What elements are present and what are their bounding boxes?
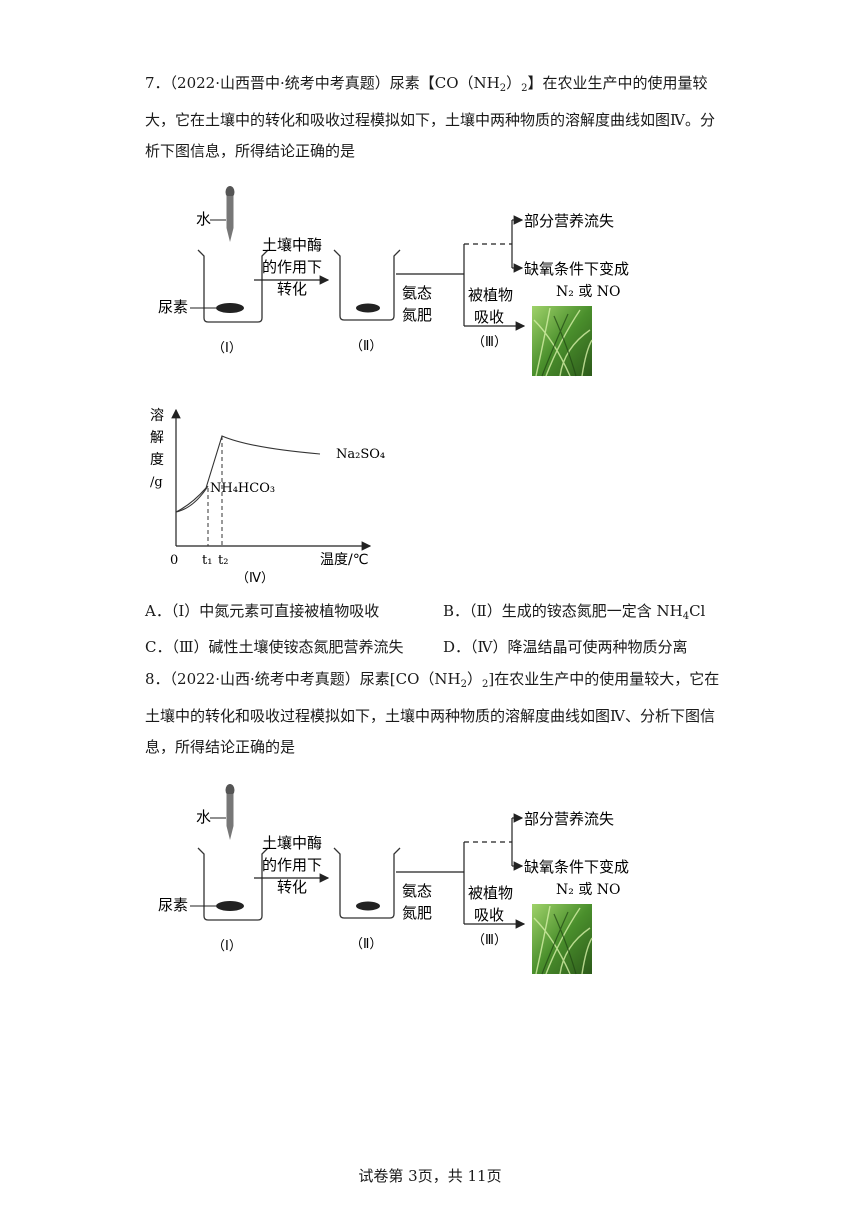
grass-image [532, 904, 593, 975]
ylabel-3: 度 [150, 452, 164, 468]
legend-na2so4: Na₂SO₄ [336, 447, 385, 462]
loss-label: 部分营养流失 [524, 212, 614, 230]
urea-label: 尿素 [158, 298, 188, 316]
water-label: 水 [196, 808, 211, 826]
absorb-line1: 被植物 [468, 286, 513, 304]
page-footer: 试卷第 3页，共 11页 [358, 1167, 502, 1185]
urea-label: 尿素 [158, 896, 188, 914]
absorb-line2: 吸收 [474, 308, 504, 326]
series-na2so4 [175, 435, 321, 513]
n2-no-label: N₂ 或 NO [556, 882, 621, 898]
question-7-text: 7．（2022·山西晋中·统考中考真题）尿素【CO（NH2）2】在农业生产中的使… [145, 74, 715, 160]
dropper-icon [225, 186, 235, 242]
option-b[interactable]: B．（Ⅱ）生成的铵态氮肥一定含 NH4Cl [443, 602, 706, 622]
xlabel: 温度/℃ [320, 552, 368, 568]
beaker-1 [197, 249, 269, 323]
ammonium-line1: 氨态 [402, 882, 432, 900]
solubility-chart: 溶 解 度 /g 0 t₁ t₂ 温度/℃ （Ⅳ） Na₂SO₄ NH₄HCO₃ [150, 408, 385, 586]
answer-options: A．（Ⅰ）中氮元素可直接被植物吸收 B．（Ⅱ）生成的铵态氮肥一定含 NH4Cl … [145, 596, 745, 663]
series-nh4hco3 [175, 485, 209, 513]
label-II: （Ⅱ） [350, 937, 382, 952]
urea-process-diagram-2: 水 尿素 （Ⅰ） 土壤中酶 的作用下 转化 （Ⅱ） 氨态 氮肥 部分营养流失 缺… [158, 784, 629, 975]
enzyme-line3: 转化 [277, 878, 307, 896]
legend-nh4hco3: NH₄HCO₃ [210, 481, 275, 496]
ylabel-4: /g [150, 475, 163, 490]
enzyme-line1: 土壤中酶 [262, 236, 322, 254]
enzyme-line2: 的作用下 [262, 856, 322, 874]
ammonium-line1: 氨态 [402, 284, 432, 302]
n2-no-label: N₂ 或 NO [556, 284, 621, 300]
label-III: （Ⅲ） [472, 335, 507, 350]
origin-label: 0 [170, 553, 178, 568]
absorb-line2: 吸收 [474, 906, 504, 924]
label-I: （Ⅰ） [212, 341, 242, 356]
ammonium-line2: 氮肥 [402, 306, 432, 324]
loss-label: 部分营养流失 [524, 810, 614, 828]
option-c[interactable]: C．（Ⅲ）碱性土壤使铵态氮肥营养流失 [145, 638, 404, 656]
ylabel-1: 溶 [150, 408, 164, 424]
water-label: 水 [196, 210, 211, 228]
ylabel-2: 解 [150, 430, 164, 446]
enzyme-line2: 的作用下 [262, 258, 322, 276]
grass-image [532, 306, 593, 377]
option-d[interactable]: D．（Ⅳ）降温结晶可使两种物质分离 [443, 638, 688, 656]
enzyme-line3: 转化 [277, 280, 307, 298]
chart-caption: （Ⅳ） [236, 571, 274, 586]
ammonium-line2: 氮肥 [402, 904, 432, 922]
anoxic-label: 缺氧条件下变成 [524, 260, 629, 278]
enzyme-line1: 土壤中酶 [262, 834, 322, 852]
option-a[interactable]: A．（Ⅰ）中氮元素可直接被植物吸收 [145, 602, 380, 620]
anoxic-label: 缺氧条件下变成 [524, 858, 629, 876]
label-I: （Ⅰ） [212, 939, 242, 954]
tick-t1: t₁ [202, 553, 212, 568]
label-III: （Ⅲ） [472, 933, 507, 948]
beaker-2 [333, 847, 401, 919]
label-II: （Ⅱ） [350, 339, 382, 354]
dropper-icon [225, 784, 235, 840]
beaker-2 [333, 249, 401, 321]
urea-process-diagram: 水 尿素 （Ⅰ） 土壤中酶 的作用下 转化 （Ⅱ） 氨态 氮肥 部分营养流失 缺… [158, 186, 629, 377]
question-8-text: 8．（2022·山西·统考中考真题）尿素[CO（NH2）2]在农业生产中的使用量… [145, 670, 720, 756]
tick-t2: t₂ [218, 553, 228, 568]
beaker-1 [197, 847, 269, 921]
absorb-line1: 被植物 [468, 884, 513, 902]
